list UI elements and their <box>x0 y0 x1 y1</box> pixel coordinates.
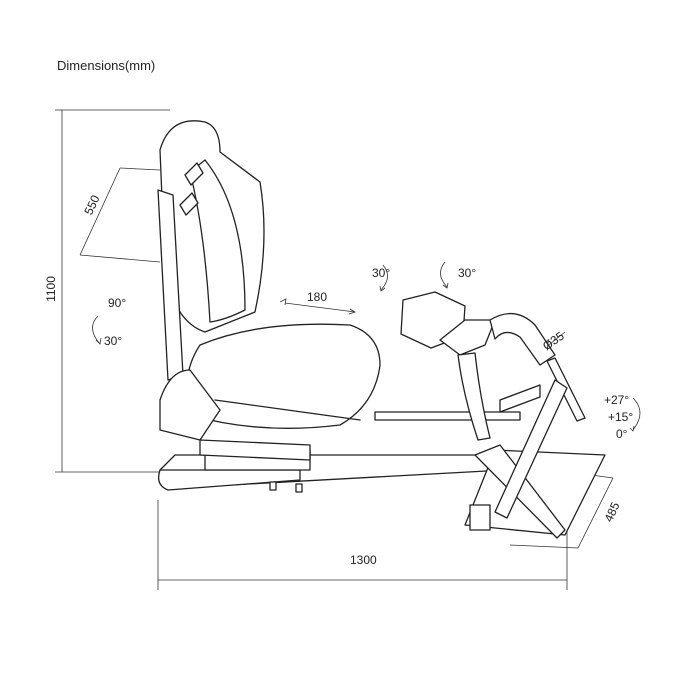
slide-label: 180 <box>307 290 328 304</box>
wheel-stand-and-pedals <box>400 291 606 539</box>
recline-max-label: 90° <box>108 296 127 310</box>
pedal-angle-27-label: +27° <box>604 393 630 407</box>
total-length-label: 1300 <box>350 553 377 567</box>
pedal-angle-0-label: 0° <box>616 427 628 441</box>
diagram-title: Dimensions(mm) <box>57 58 156 73</box>
seat <box>157 120 381 461</box>
wheel-tilt-left-label: 30° <box>372 266 391 280</box>
wheel-tilt-right-label: 30° <box>458 266 477 280</box>
total-height-label: 1100 <box>43 276 58 302</box>
pedal-angle-15-label: +15° <box>608 410 634 424</box>
recline-min-label: 30° <box>104 334 123 348</box>
